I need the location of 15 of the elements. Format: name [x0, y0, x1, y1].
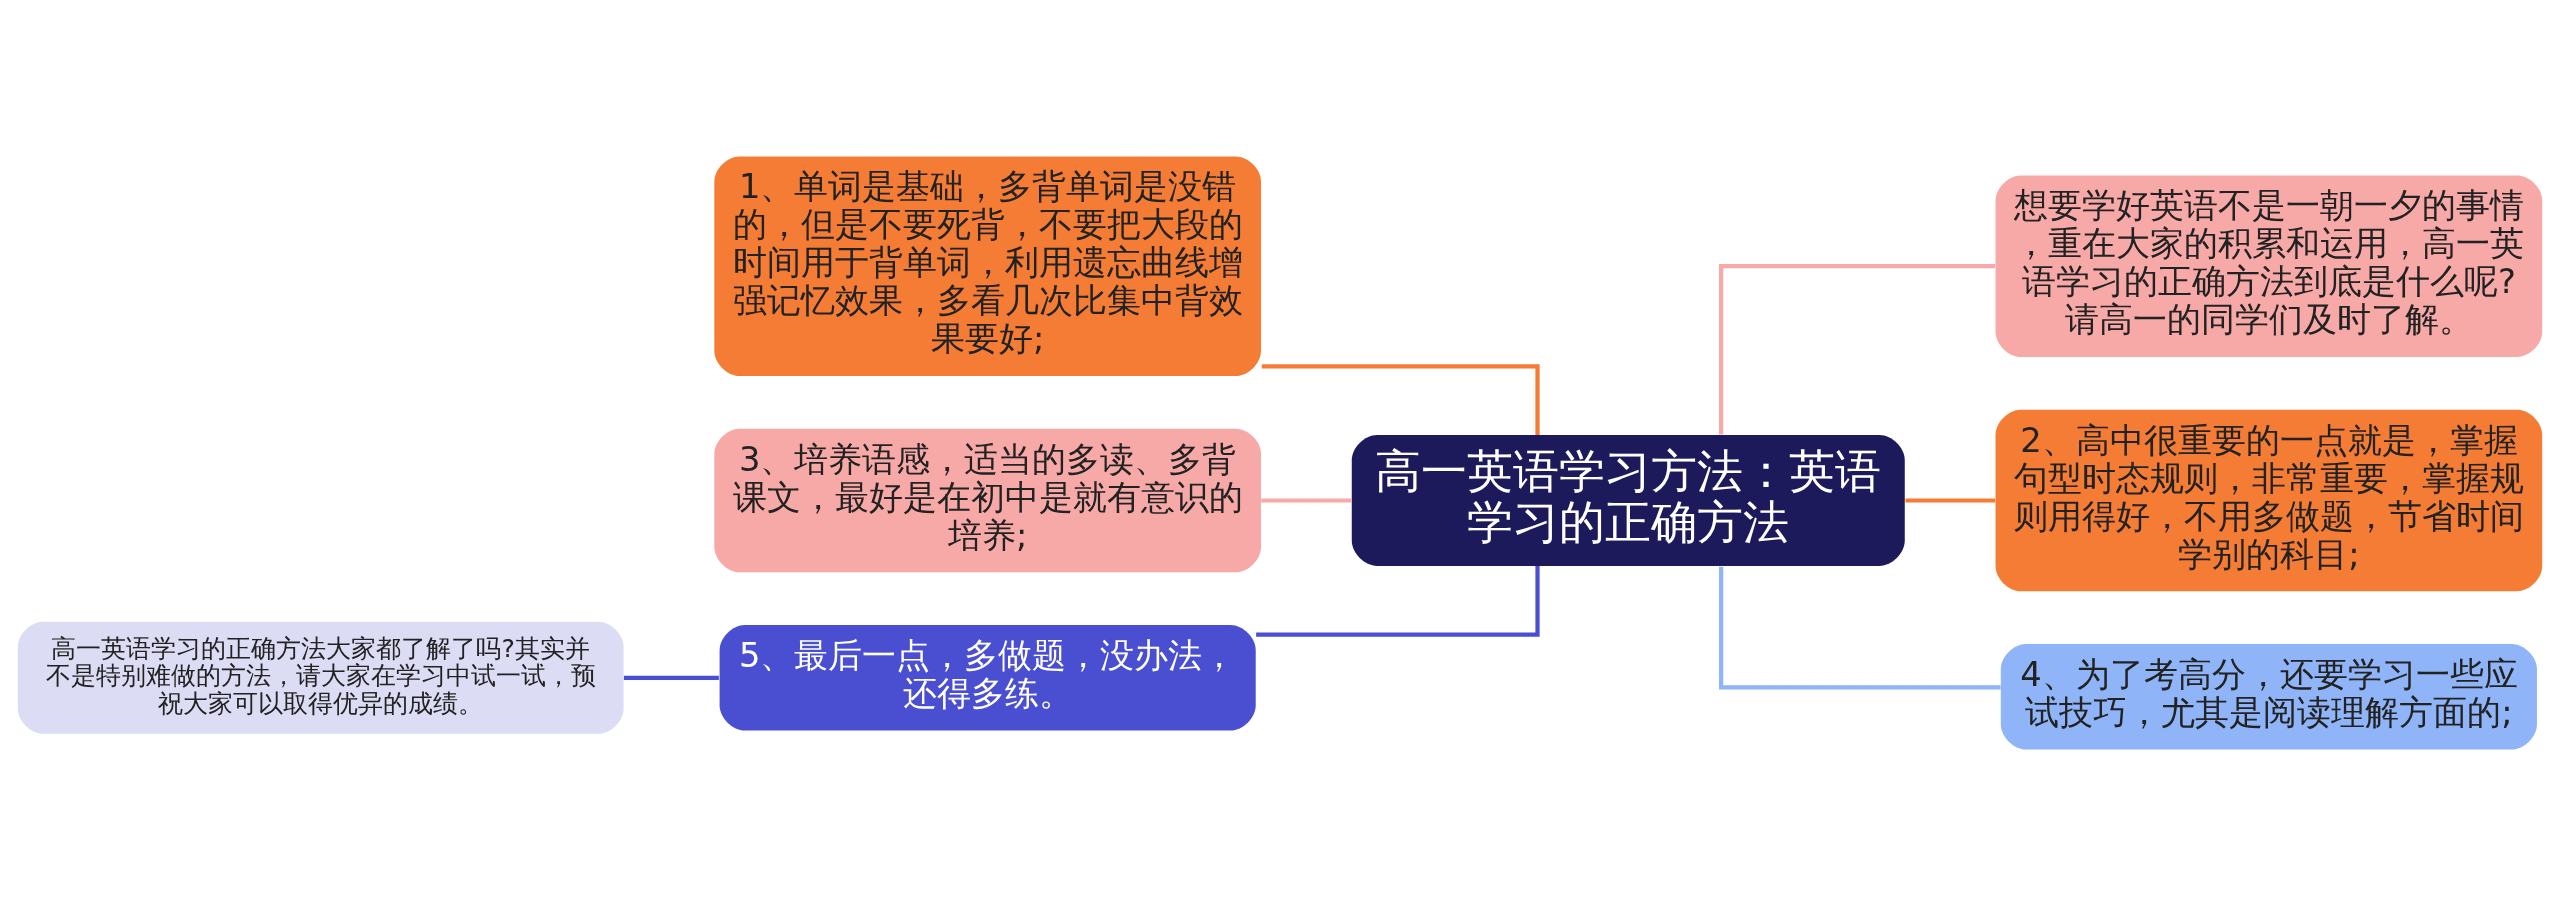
node-box: 3、培养语感，适当的多读、多背课文，最好是在初中是就有意识的培养;	[714, 428, 1261, 573]
node-box: 高一英语学习方法：英语学习的正确方法	[1351, 435, 1905, 566]
node-box: 2、高中很重要的一点就是，掌握句型时态规则，非常重要，掌握规则用得好，不用多做题，节省时间学别的科目;	[1995, 409, 2543, 592]
connector	[1719, 264, 1995, 435]
node-box: 5、最后一点，多做题，没办法，还得多练。	[719, 625, 1256, 731]
connector	[1905, 498, 1996, 503]
connector	[1261, 364, 1540, 436]
node-box: 1、单词是基础，多背单词是没错的，但是不要死背，不要把大段的时间用于背单词，利用遗忘曲线增强记忆效果，多看几次比集中背效果要好;	[714, 156, 1261, 376]
connector	[1719, 566, 2001, 690]
node-box: 高一英语学习的正确方法大家都了解了吗?其实并不是特别难做的方法，请大家在学习中试一试，预祝大家可以取得优异的成绩。	[17, 621, 624, 734]
connector	[1256, 565, 1540, 637]
connector	[1261, 498, 1352, 503]
node-box: 想要学好英语不是一朝一夕的事情，重在大家的积累和运用，高一英语学习的正确方法到底是什么呢?请高一的同学们及时了解。	[1995, 175, 2543, 357]
connector	[623, 675, 719, 680]
node-box: 4、为了考高分，还要学习一些应试技巧，尤其是阅读理解方面的;	[2000, 644, 2537, 750]
